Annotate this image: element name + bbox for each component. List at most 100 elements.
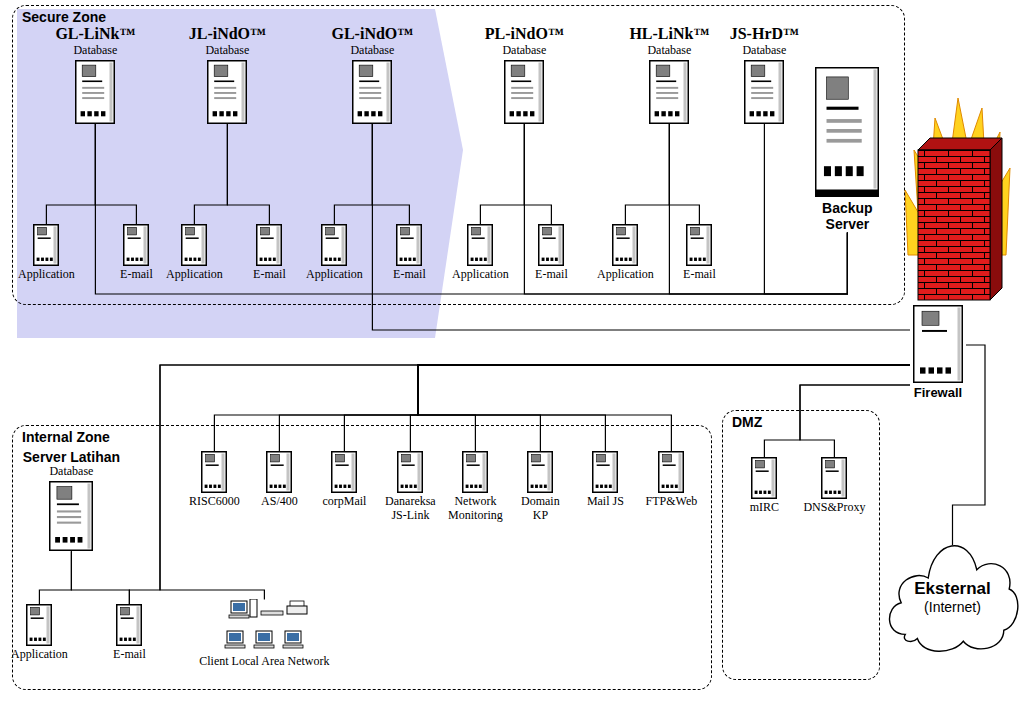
server-case (539, 225, 564, 266)
server: Application (303, 224, 365, 281)
network-link (410, 365, 910, 451)
server-label: Backup Server (807, 200, 887, 232)
server-vent (470, 485, 473, 488)
server-slot (401, 238, 414, 240)
server-slot (826, 471, 839, 473)
server-panel (38, 228, 47, 236)
server-side (342, 227, 345, 264)
firewall-wall-side (990, 138, 1002, 300)
disk-bay (752, 86, 774, 88)
disk-bay (827, 129, 862, 133)
server-case (208, 60, 247, 123)
server-vent (764, 111, 768, 116)
server-panel (691, 228, 700, 236)
server-vent (662, 485, 665, 488)
server-vent (34, 638, 37, 641)
server: E-mail (98, 604, 160, 661)
database-icon (75, 60, 115, 124)
server-panel (121, 608, 130, 616)
database-server: GL-iNdO™Database (322, 25, 422, 123)
server-icon (331, 451, 357, 493)
server-vent (409, 258, 412, 261)
server-vent (466, 485, 469, 488)
server-vent (625, 258, 628, 261)
disk-bay (752, 92, 774, 94)
database-icon (352, 60, 392, 124)
server-label: Domain KP (517, 495, 563, 521)
server-vent (209, 485, 212, 488)
network-label: Client Local Area Network (189, 655, 339, 669)
server-vent (260, 258, 263, 261)
disk-bay (83, 97, 105, 99)
server-panel (271, 455, 280, 463)
server-vent (335, 485, 338, 488)
server-label: RISC6000 (184, 495, 244, 508)
server-side (958, 308, 961, 381)
database-icon (207, 60, 247, 124)
network-link (669, 124, 699, 225)
server-side (352, 454, 355, 491)
disk-bay (83, 92, 105, 94)
disk-bay (512, 92, 534, 94)
server-role: Database (714, 44, 814, 58)
server-vent (540, 485, 543, 488)
database-icon (504, 60, 544, 124)
server-vent (71, 537, 76, 543)
server-name: JL-iNdO™ (177, 25, 277, 43)
server-case (398, 452, 423, 493)
server-vent (829, 491, 832, 494)
server-side (47, 607, 50, 644)
server-base (815, 191, 879, 197)
server-label: DNS&Proxy (801, 501, 867, 514)
server-vent (517, 111, 521, 116)
server-side (548, 454, 551, 491)
server-label: Mail JS (575, 495, 635, 508)
server-role: Database (177, 44, 277, 58)
disk-bay (215, 92, 237, 94)
server-vent (479, 485, 482, 488)
server-vent (546, 258, 549, 261)
server-icon (396, 224, 422, 266)
server-side (707, 227, 710, 264)
server-vent (43, 638, 46, 641)
server-vent (475, 258, 478, 261)
server-slot (922, 330, 947, 332)
server-panel (657, 65, 671, 77)
server-vent (703, 258, 706, 261)
server-panel (206, 455, 215, 463)
server-slot (128, 238, 141, 240)
server-case (528, 452, 553, 493)
server-slot (261, 238, 274, 240)
server-case (117, 605, 142, 646)
database-server: PL-iNdO™Database (474, 25, 574, 123)
server: Mail JS (575, 451, 635, 508)
firewall-label: Firewall (910, 386, 966, 401)
server-vent (544, 485, 547, 488)
server: E-mail (668, 224, 730, 281)
server-slot (472, 238, 485, 240)
server-vent (233, 111, 237, 116)
disk-bay (215, 97, 237, 99)
server-case (687, 225, 712, 266)
server-vent (671, 485, 674, 488)
server-case (752, 458, 777, 499)
server-vent (264, 258, 267, 261)
server-case (468, 225, 493, 266)
server-vent (124, 638, 127, 641)
network-link (214, 365, 910, 451)
server-icon (201, 451, 227, 493)
pc-monitor (285, 631, 301, 643)
server-icon (527, 451, 553, 493)
server-panel (186, 228, 195, 236)
disk-bay (360, 97, 382, 99)
database-server: Server LatihanDatabase (12, 449, 130, 551)
pc-keyboard (225, 645, 245, 648)
server-vent (834, 491, 837, 494)
server-side (418, 454, 421, 491)
disk-bay (215, 86, 237, 88)
server-slot (215, 80, 235, 82)
network-link (480, 124, 524, 225)
server: AS/400 (249, 451, 309, 508)
database-icon (49, 481, 93, 551)
disk-bay (657, 97, 679, 99)
